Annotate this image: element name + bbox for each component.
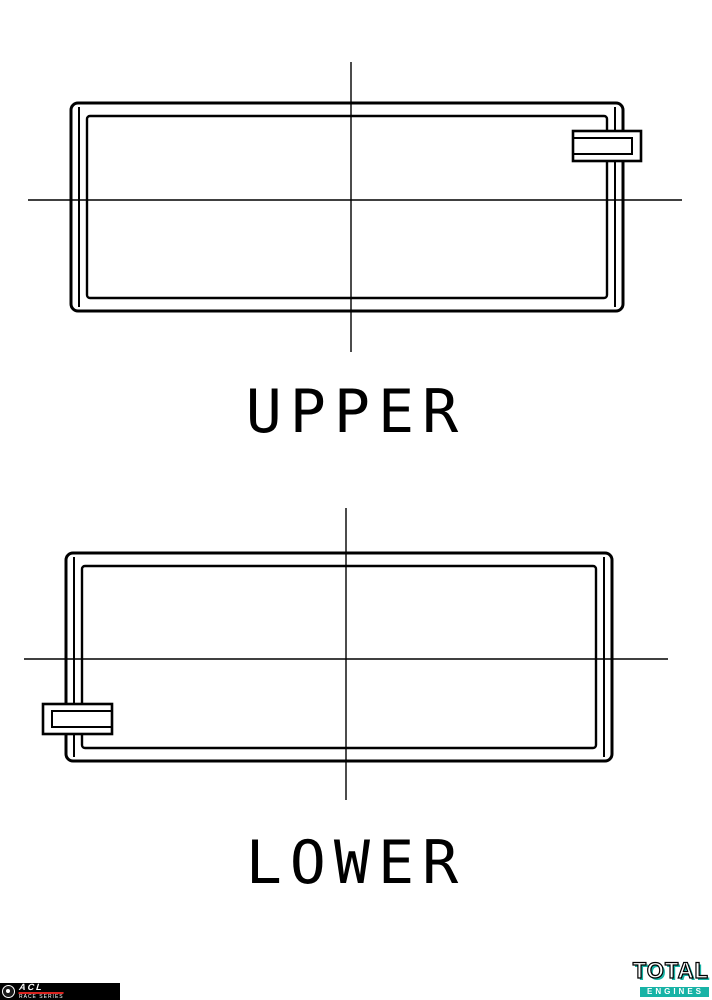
lower-label: LOWER [245,828,467,898]
upper-shell-outline [69,101,625,313]
total-brand-text: TOTAL [632,958,709,983]
acl-logo: ACL RACE SERIES [0,982,120,1000]
total-engines-logo: TOTAL ENGINES [632,958,709,998]
acl-tagline-text: RACE SERIES [19,994,64,1000]
lower-locating-tab [41,702,114,736]
upper-locating-tab-inner [572,137,633,155]
upper-bearing-diagram [28,62,682,352]
upper-label: UPPER [245,377,467,447]
total-sub-text: ENGINES [639,987,709,997]
lower-shell-inner-wall [80,564,598,750]
upper-locating-tab [571,129,643,163]
upper-shell-inner-wall [85,114,609,300]
lower-shell-outline [64,551,614,763]
acl-brand-text: ACL [18,982,65,994]
acl-emblem-icon [2,985,15,998]
lower-locating-tab-inner [51,710,113,728]
lower-bearing-diagram [24,508,668,800]
